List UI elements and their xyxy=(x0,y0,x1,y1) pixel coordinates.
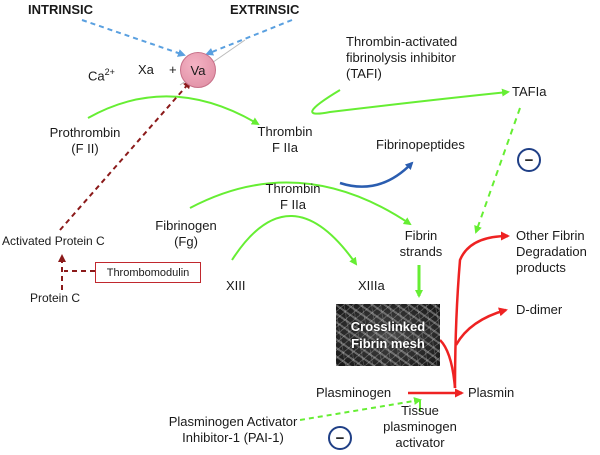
plus-sign: + xyxy=(169,62,177,77)
tafi-line-3: (TAFI) xyxy=(346,66,382,81)
thrombomodulin-box: Thrombomodulin xyxy=(95,262,201,283)
intrinsic-label: INTRINSIC xyxy=(28,2,93,17)
prothrombin-label: Prothrombin (F II) xyxy=(40,125,130,157)
tpa-line-3: activator xyxy=(395,435,445,450)
apc-to-va-arrow xyxy=(59,80,192,231)
fibrinogen-line-1: Fibrinogen xyxy=(155,218,217,233)
d-dimer-label: D-dimer xyxy=(516,302,563,317)
pai1-line-1: Plasminogen Activator xyxy=(168,414,298,429)
plasmin-to-fdp-arrow xyxy=(453,231,510,389)
tafi-to-tafia-arrow xyxy=(311,88,510,115)
plasmin-to-ddimer-arrow xyxy=(454,307,508,346)
prothrombin-line-2: (F II) xyxy=(71,141,99,156)
tpa-line-2: plasminogen xyxy=(383,419,457,434)
mesh-to-plasmin-connector xyxy=(439,339,457,389)
calcium-label: Ca2+ xyxy=(88,64,115,84)
fibrinogen-to-fibrin-arrow xyxy=(189,181,412,226)
tafia-inhibit-arrow xyxy=(474,107,521,234)
xiii-label: XIII xyxy=(226,278,246,293)
pai1-line-2: Inhibitor-1 (PAI-1) xyxy=(182,430,284,445)
other-fdp-line-3: products xyxy=(516,260,566,275)
prothrombin-to-thrombin-arrow xyxy=(87,95,260,126)
calcium-charge: 2+ xyxy=(104,67,115,77)
xiiia-label: XIIIa xyxy=(358,278,385,293)
activated-protein-c-label: Activated Protein C xyxy=(2,234,105,248)
other-fdp-line-2: Degradation xyxy=(516,244,587,259)
calcium-symbol: Ca xyxy=(88,68,105,84)
tafia-label: TAFIa xyxy=(512,84,547,99)
thrombin-label-upper: Thrombin F IIa xyxy=(250,124,320,156)
tafi-line-2: fibrinolysis inhibitor xyxy=(346,50,456,65)
thrombin-lower-line-2: F IIa xyxy=(279,197,306,212)
thrombin-upper-line-2: F IIa xyxy=(271,140,298,155)
plasminogen-label: Plasminogen xyxy=(316,385,392,400)
prothrombin-line-1: Prothrombin xyxy=(49,125,121,140)
factor-va-label: Va xyxy=(190,62,206,78)
fibrin-strands-line-1: Fibrin xyxy=(404,228,438,243)
mesh-line-1: Crosslinked xyxy=(350,319,426,334)
fibrin-strands-line-2: strands xyxy=(399,244,443,259)
crosslinked-fibrin-mesh: Crosslinked Fibrin mesh xyxy=(336,304,440,366)
fibrin-strands-label: Fibrin strands xyxy=(396,228,446,260)
tafia-inhibit-icon: − xyxy=(517,148,541,172)
pai1-inhibit-icon: − xyxy=(328,426,352,450)
thrombin-upper-line-1: Thrombin xyxy=(257,124,313,139)
tpa-line-1: Tissue xyxy=(401,403,439,418)
factor-xa-label: Xa xyxy=(138,62,154,77)
other-fdp-line-1: Other Fibrin xyxy=(516,228,585,243)
factor-va-node: Va xyxy=(180,52,216,88)
protein-c-label: Protein C xyxy=(30,291,81,305)
mesh-line-2: Fibrin mesh xyxy=(351,336,425,351)
fibrinopeptides-arrow xyxy=(339,161,414,188)
extrinsic-arrow xyxy=(205,19,293,56)
fibrinopeptides-label: Fibrinopeptides xyxy=(376,137,465,152)
fibrinogen-label: Fibrinogen (Fg) xyxy=(148,218,224,250)
tpa-label: Tissue plasminogen activator xyxy=(372,403,468,451)
pai1-label: Plasminogen Activator Inhibitor-1 (PAI-1… xyxy=(158,414,308,446)
pai1-inhibit-arrow xyxy=(299,397,422,421)
tafi-line-1: Thrombin-activated xyxy=(346,34,458,49)
tafi-label: Thrombin-activated fibrinolysis inhibito… xyxy=(346,34,457,82)
xiii-to-xiiia-arrow xyxy=(231,215,358,266)
other-fdp-label: Other Fibrin Degradation products xyxy=(516,228,587,276)
intrinsic-arrow xyxy=(81,19,186,57)
thrombin-label-lower: Thrombin F IIa xyxy=(258,181,328,213)
fibrinogen-line-2: (Fg) xyxy=(174,234,198,249)
thrombin-lower-line-1: Thrombin xyxy=(265,181,321,196)
extrinsic-label: EXTRINSIC xyxy=(230,2,300,17)
plasmin-label: Plasmin xyxy=(468,385,515,400)
